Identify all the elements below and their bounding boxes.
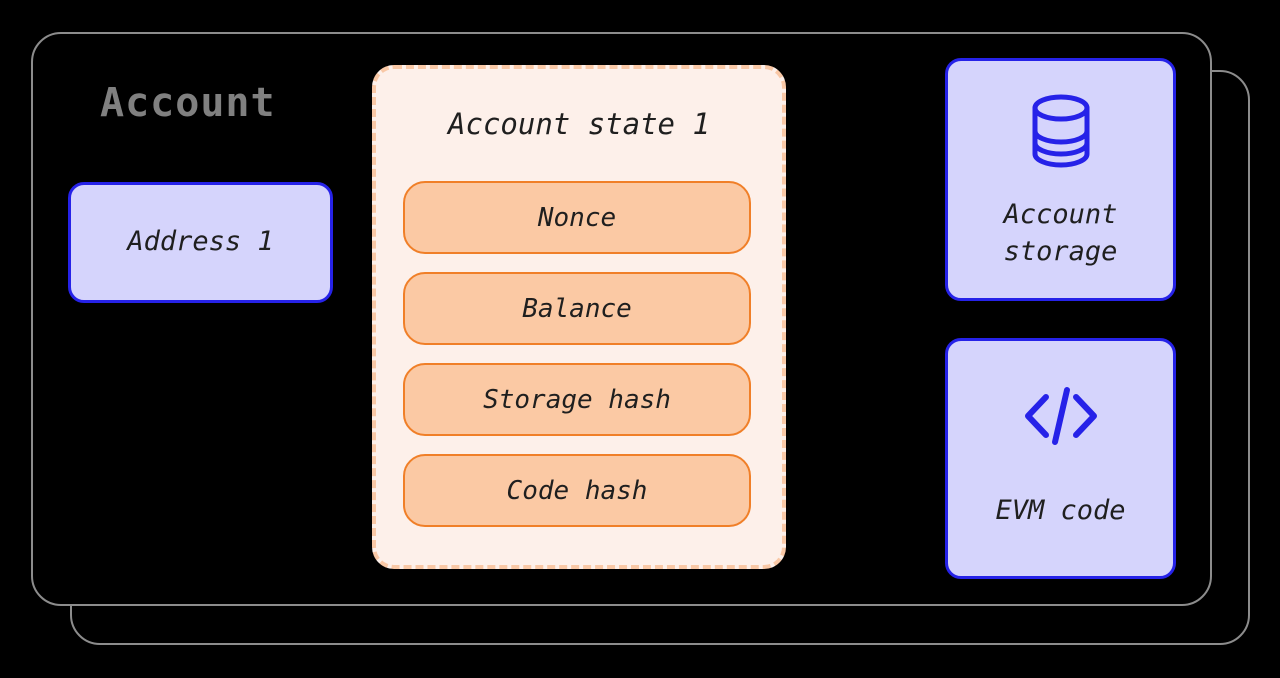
- field-code-hash[interactable]: Code hash: [403, 454, 751, 527]
- field-balance-label: Balance: [522, 293, 632, 324]
- evm-code-label: EVM code: [995, 495, 1126, 527]
- field-storage-hash-label: Storage hash: [483, 384, 671, 415]
- account-storage-label: Account storage: [1003, 199, 1118, 267]
- field-nonce-label: Nonce: [537, 202, 617, 233]
- page-title: Account: [100, 80, 276, 126]
- account-state-title: Account state 1: [448, 107, 710, 141]
- field-storage-hash[interactable]: Storage hash: [403, 363, 751, 436]
- code-icon: [1022, 383, 1100, 459]
- database-icon: [1028, 93, 1094, 179]
- evm-code-node[interactable]: EVM code: [945, 338, 1176, 579]
- account-state-field-list: Nonce Balance Storage hash Code hash: [403, 181, 751, 545]
- field-code-hash-label: Code hash: [506, 475, 648, 506]
- address-label: Address 1: [127, 226, 274, 258]
- address-node[interactable]: Address 1: [68, 182, 333, 303]
- account-state-container: Account state 1 Nonce Balance Storage ha…: [372, 65, 786, 569]
- field-nonce[interactable]: Nonce: [403, 181, 751, 254]
- field-balance[interactable]: Balance: [403, 272, 751, 345]
- account-storage-node[interactable]: Account storage: [945, 58, 1176, 301]
